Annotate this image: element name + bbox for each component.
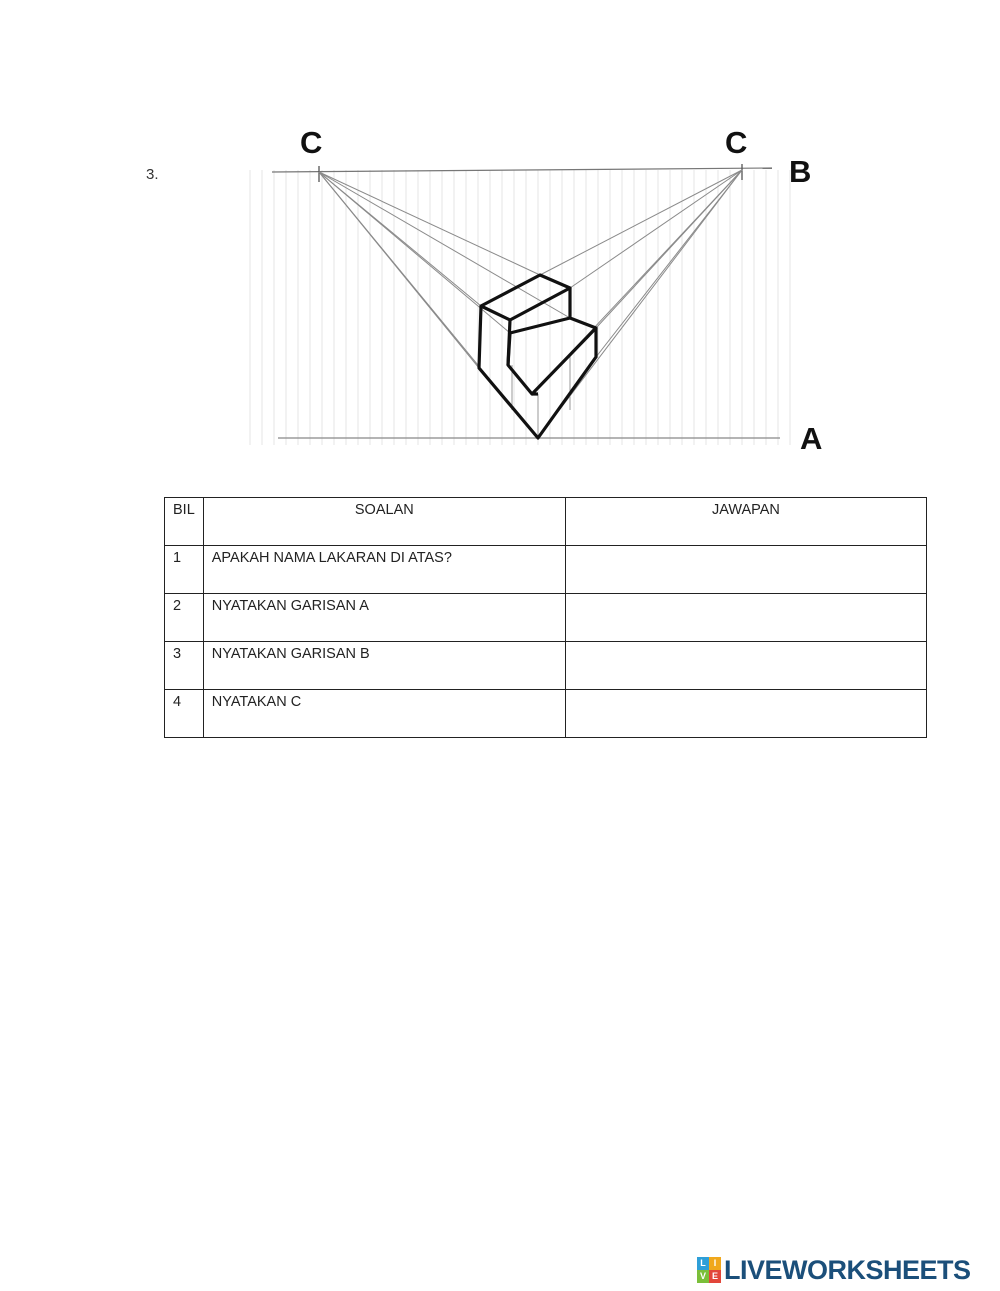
table-row: 1 APAKAH NAMA LAKARAN DI ATAS?: [164, 545, 928, 594]
table-row: 2 NYATAKAN GARISAN A: [164, 593, 928, 642]
header-bil: BIL: [164, 497, 204, 546]
label-c-left: C: [300, 125, 322, 160]
row-number: 3: [164, 641, 204, 690]
question-table: BIL SOALAN JAWAPAN 1 APAKAH NAMA LAKARAN…: [164, 497, 928, 738]
question-text: NYATAKAN GARISAN A: [202, 593, 566, 642]
question-number: 3.: [146, 166, 159, 183]
answer-field[interactable]: [564, 689, 928, 738]
answer-field[interactable]: [564, 545, 928, 594]
question-text: NYATAKAN GARISAN B: [202, 641, 566, 690]
perspective-guides: [318, 169, 743, 439]
perspective-drawing: C C B A: [249, 125, 822, 456]
logo-letter: I: [709, 1257, 721, 1270]
row-number: 2: [164, 593, 204, 642]
background-hatching: [249, 170, 791, 445]
table-row: 3 NYATAKAN GARISAN B: [164, 641, 928, 690]
label-c-right: C: [725, 125, 747, 160]
label-a: A: [800, 421, 822, 456]
answer-field[interactable]: [564, 641, 928, 690]
logo-letter: V: [697, 1270, 709, 1283]
liveworksheets-logo: L I V E LIVEWORKSHEETS: [697, 1254, 971, 1285]
stepped-block: [477, 273, 598, 440]
table-header-row: BIL SOALAN JAWAPAN: [164, 497, 928, 546]
row-number: 4: [164, 689, 204, 738]
horizon-line: [271, 167, 773, 173]
question-text: NYATAKAN C: [202, 689, 566, 738]
row-number: 1: [164, 545, 204, 594]
logo-letter: L: [697, 1257, 709, 1270]
logo-letter: E: [709, 1270, 721, 1283]
header-jawapan: JAWAPAN: [564, 497, 928, 546]
question-text: APAKAH NAMA LAKARAN DI ATAS?: [202, 545, 566, 594]
logo-mark-icon: L I V E: [697, 1257, 721, 1283]
header-soalan: SOALAN: [202, 497, 566, 546]
answer-field[interactable]: [564, 593, 928, 642]
construction-verticals: [511, 355, 571, 438]
label-b: B: [789, 154, 811, 189]
logo-text: LIVEWORKSHEETS: [724, 1254, 971, 1285]
table-row: 4 NYATAKAN C: [164, 689, 928, 738]
